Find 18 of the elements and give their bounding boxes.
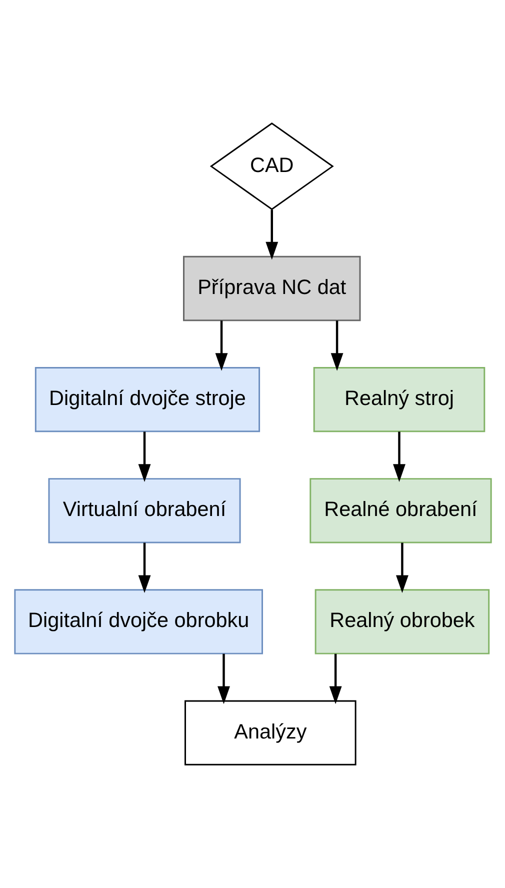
arrow	[330, 320, 343, 371]
arrow	[265, 210, 278, 260]
node-box: Virtualní obrabení	[48, 478, 240, 544]
arrow	[214, 320, 228, 371]
arrow	[328, 654, 342, 704]
node-box: Analýzy	[184, 700, 356, 766]
node-box: Realný obrobek	[314, 589, 490, 654]
arrow	[395, 542, 408, 594]
node-box: Digitalní dvojče stroje	[34, 366, 260, 432]
node-box: Příprava NC dat	[182, 256, 360, 322]
arrow	[138, 432, 150, 482]
arrow	[138, 542, 150, 594]
node-diamond: CAD	[209, 122, 334, 210]
node-box: Realný stroj	[312, 366, 485, 432]
node-box: Realné obrabení	[309, 478, 492, 544]
arrow	[392, 432, 405, 482]
node-box: Digitalní dvojče obrobku	[14, 589, 262, 654]
arrow	[217, 654, 230, 704]
